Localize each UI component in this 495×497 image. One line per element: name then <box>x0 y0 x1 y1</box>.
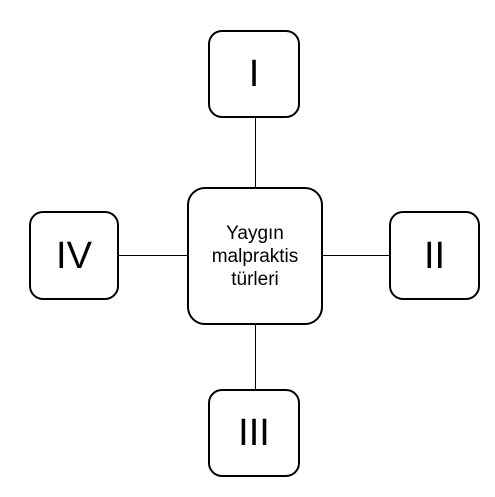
center-node: Yaygın malpraktis türleri <box>187 187 323 325</box>
connector-center-to-node-ii <box>322 255 390 257</box>
node-iii: III <box>208 389 300 477</box>
connector-center-to-node-iv <box>118 255 187 257</box>
center-label-line-1: Yaygın <box>226 222 284 244</box>
node-iii-label: III <box>238 412 270 454</box>
center-label-line-2: malpraktis <box>211 245 299 267</box>
center-label-line-3: türleri <box>231 268 279 290</box>
node-iv-label: IV <box>56 234 92 277</box>
connector-center-to-node-i <box>255 117 257 187</box>
node-i: I <box>208 30 300 118</box>
connector-center-to-node-iii <box>255 323 257 390</box>
node-ii: II <box>389 211 480 300</box>
node-i-label: I <box>248 53 260 95</box>
node-iv: IV <box>29 211 119 300</box>
center-node-label: Yaygın malpraktis türleri <box>195 222 315 291</box>
node-ii-label: II <box>423 234 446 277</box>
